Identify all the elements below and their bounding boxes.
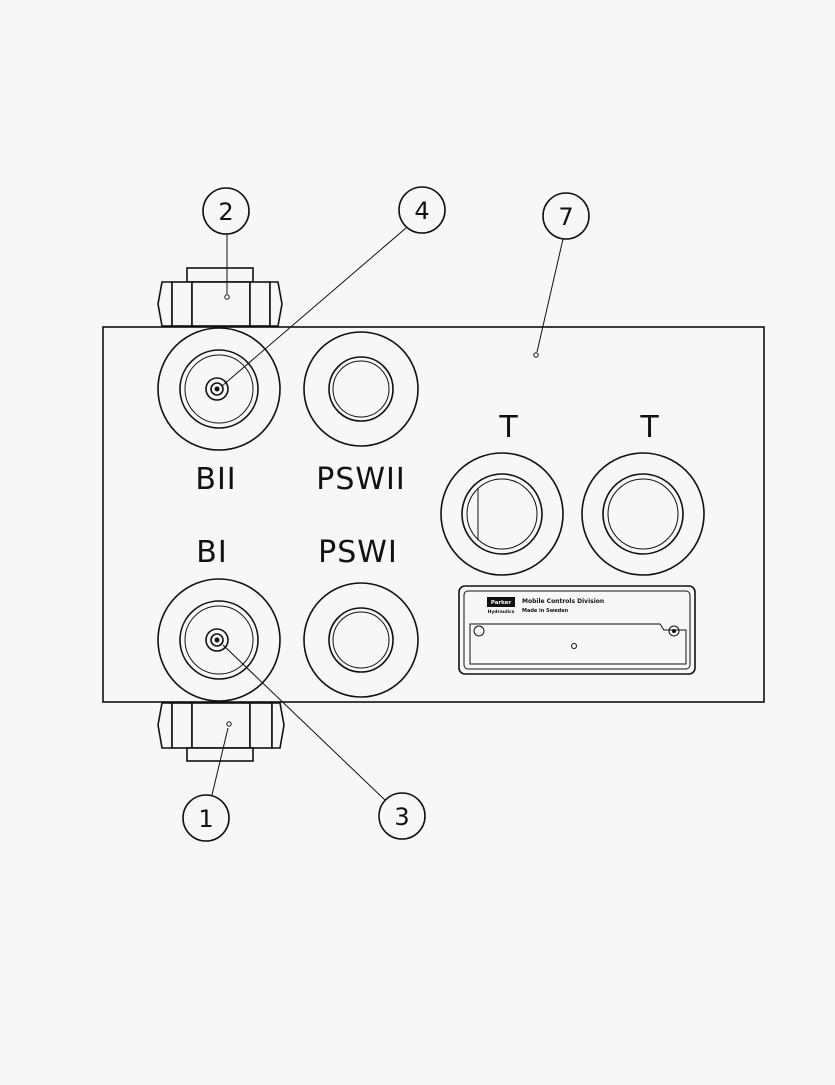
leader-7 [536,238,564,353]
plate-origin: Made in Sweden [522,608,569,614]
svg-text:7: 7 [558,203,573,231]
port-bii [157,327,281,451]
callout-3: 3 [378,792,426,840]
top-hex-fitting [157,267,283,327]
callout-2: 2 [202,187,250,235]
svg-text:4: 4 [414,197,429,225]
label-bii: BII [195,462,236,497]
plate-division: Mobile Controls Division [522,598,604,605]
parker-logo [487,597,515,607]
svg-text:2: 2 [218,198,233,226]
port-pswi [303,582,419,698]
leader-1 [211,727,229,796]
plate-brand: Parker [491,600,512,606]
callout-4: 4 [398,186,446,234]
port-t-right [581,452,705,576]
label-pswii: PSWII [316,462,406,497]
leader-3 [222,644,387,802]
label-t-right: T [639,410,659,445]
label-bi: BI [196,535,227,570]
callout-1: 1 [182,794,230,842]
leader-4 [221,227,407,387]
label-t-left: T [498,410,518,445]
valve-block-body [102,326,765,703]
port-pswii [303,331,419,447]
plate-sub: Hydraulics [488,609,515,615]
label-pswi: PSWI [318,535,398,570]
svg-text:3: 3 [394,803,409,831]
svg-text:1: 1 [198,805,213,833]
port-t-left [440,452,564,576]
bottom-hex-fitting [157,702,285,762]
port-bi [157,578,281,702]
name-plate: Parker Hydraulics Mobile Controls Divisi… [458,585,696,675]
callout-7: 7 [542,192,590,240]
block-marker-dot [533,352,539,358]
